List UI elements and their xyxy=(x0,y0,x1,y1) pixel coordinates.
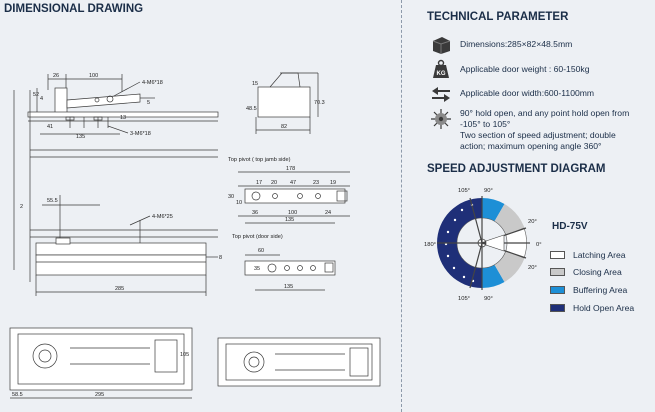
box-icon xyxy=(432,37,451,54)
bottom-plan-drawing: 105 58.5 295 xyxy=(9,327,381,399)
dim-60: 60 xyxy=(258,248,264,254)
dim-47: 47 xyxy=(290,180,296,186)
dim-41: 41 xyxy=(47,124,53,130)
dim-23: 23 xyxy=(313,180,319,186)
dim-135-jamb: 135 xyxy=(285,217,294,223)
angle-90-top: 90° xyxy=(484,188,493,194)
top-pivot-jamb-drawing: Top pivot ( top jamb side) 178 17 20 47 … xyxy=(228,157,350,224)
legend-swatch-hold-open xyxy=(550,304,565,312)
dim-135-door: 135 xyxy=(284,284,293,290)
dim-35: 35 xyxy=(254,266,260,272)
angle-105-top: 105° xyxy=(458,188,470,194)
dim-4: 4 xyxy=(40,96,43,102)
dim-13: 13 xyxy=(120,115,126,121)
callout-4-m6-18: 4-M6*18 xyxy=(142,80,163,86)
spec-door-weight-text: Applicable door weight : 60-150kg xyxy=(460,64,590,74)
dim-295: 295 xyxy=(95,392,104,398)
speed-adjustment-diagram: 105° 90° 20° 0° 180° 20° 105° 90° xyxy=(424,188,542,302)
callout-4-m6-25: 4-M6*25 xyxy=(152,214,173,220)
dim-8: 8 xyxy=(219,255,222,261)
legend-swatch-buffering xyxy=(550,286,565,294)
dim-178: 178 xyxy=(286,166,295,172)
dim-100: 100 xyxy=(89,73,98,79)
spec-door-width-text: Applicable door width:600-1100mm xyxy=(460,88,595,98)
speed-adjustment-title: SPEED ADJUSTMENT DIAGRAM xyxy=(427,163,606,175)
rotation-icon xyxy=(431,109,451,129)
spec-door-weight: KG Applicable door weight : 60-150kg xyxy=(430,58,655,82)
angle-20-bottom: 20° xyxy=(528,265,537,271)
angle-90-bottom: 90° xyxy=(484,296,493,302)
spec-hold-open-line-2: -105° to 105° xyxy=(460,119,511,129)
dimensional-drawing-title: DIMENSIONAL DRAWING xyxy=(4,3,144,15)
dim-70-3: 70.3 xyxy=(314,100,325,106)
legend-label-buffering: Buffering Area xyxy=(573,285,628,295)
spec-door-width: Applicable door width:600-1100mm xyxy=(430,83,655,107)
angle-105-bottom: 105° xyxy=(458,296,470,302)
spec-hold-open-line-3: Two section of speed adjustment; double xyxy=(460,130,616,140)
callout-3-m6-18: 3-M6*18 xyxy=(130,131,151,137)
dim-2: 2 xyxy=(20,204,23,210)
dim-105: 105 xyxy=(180,352,189,358)
angle-20-top: 20° xyxy=(528,219,537,225)
top-pivot-door-label: Top pivot (door side) xyxy=(232,234,283,240)
angle-0: 0° xyxy=(536,242,542,248)
spec-hold-open-line-1: 90° hold open, and any point hold open f… xyxy=(460,108,630,118)
dim-52: 52 xyxy=(33,92,39,98)
dim-82: 82 xyxy=(281,124,287,130)
dim-135: 135 xyxy=(76,134,85,140)
model-label: HD-75V xyxy=(552,221,588,232)
spec-dimensions-text: Dimensions:285×82×48.5mm xyxy=(460,39,573,49)
dim-26: 26 xyxy=(53,73,59,79)
top-pivot-door-drawing: Top pivot (door side) 60 35 135 xyxy=(232,234,336,291)
dim-5: 5 xyxy=(147,100,150,106)
dimensional-drawing: 26 100 4-M6*18 52 4 5 41 13 xyxy=(9,72,381,399)
dim-19: 19 xyxy=(330,180,336,186)
legend-label-closing: Closing Area xyxy=(573,267,622,277)
dim-24: 24 xyxy=(325,210,331,216)
legend-label-latching: Latching Area xyxy=(573,250,626,260)
buffering-area-bottom xyxy=(482,264,505,289)
dim-48-5: 48.5 xyxy=(246,106,257,112)
dim-10: 10 xyxy=(236,200,242,206)
dim-17: 17 xyxy=(256,180,262,186)
dim-55-5: 55.5 xyxy=(47,198,58,204)
end-view-drawing: 15 48.5 70.3 82 xyxy=(246,72,325,134)
top-pivot-jamb-label: Top pivot ( top jamb side) xyxy=(228,157,291,163)
dim-20: 20 xyxy=(271,180,277,186)
angle-180: 180° xyxy=(424,242,436,248)
dim-36: 36 xyxy=(252,210,258,216)
dim-100-jamb: 100 xyxy=(288,210,297,216)
legend-label-hold-open: Hold Open Area xyxy=(573,303,635,313)
spec-hold-open-line-4: action; maximum opening angle 360° xyxy=(460,141,602,151)
dim-285: 285 xyxy=(115,286,124,292)
kg-weight-icon: KG xyxy=(433,59,449,78)
spec-hold-open: 90° hold open, and any point hold open f… xyxy=(430,108,655,160)
legend-swatch-closing xyxy=(550,268,565,276)
buffering-area-top xyxy=(482,197,505,222)
dim-58-5: 58.5 xyxy=(12,392,23,398)
width-arrows-icon xyxy=(432,87,450,102)
legend-swatch-latching xyxy=(550,251,565,259)
section-divider xyxy=(401,0,402,412)
spec-dimensions: Dimensions:285×82×48.5mm xyxy=(430,34,655,58)
dim-15: 15 xyxy=(252,81,258,87)
kg-label: KG xyxy=(437,71,446,77)
dim-30: 30 xyxy=(228,194,234,200)
technical-parameter-title: TECHNICAL PARAMETER xyxy=(427,11,569,23)
side-view-drawing: 26 100 4-M6*18 52 4 5 41 13 xyxy=(13,73,222,296)
